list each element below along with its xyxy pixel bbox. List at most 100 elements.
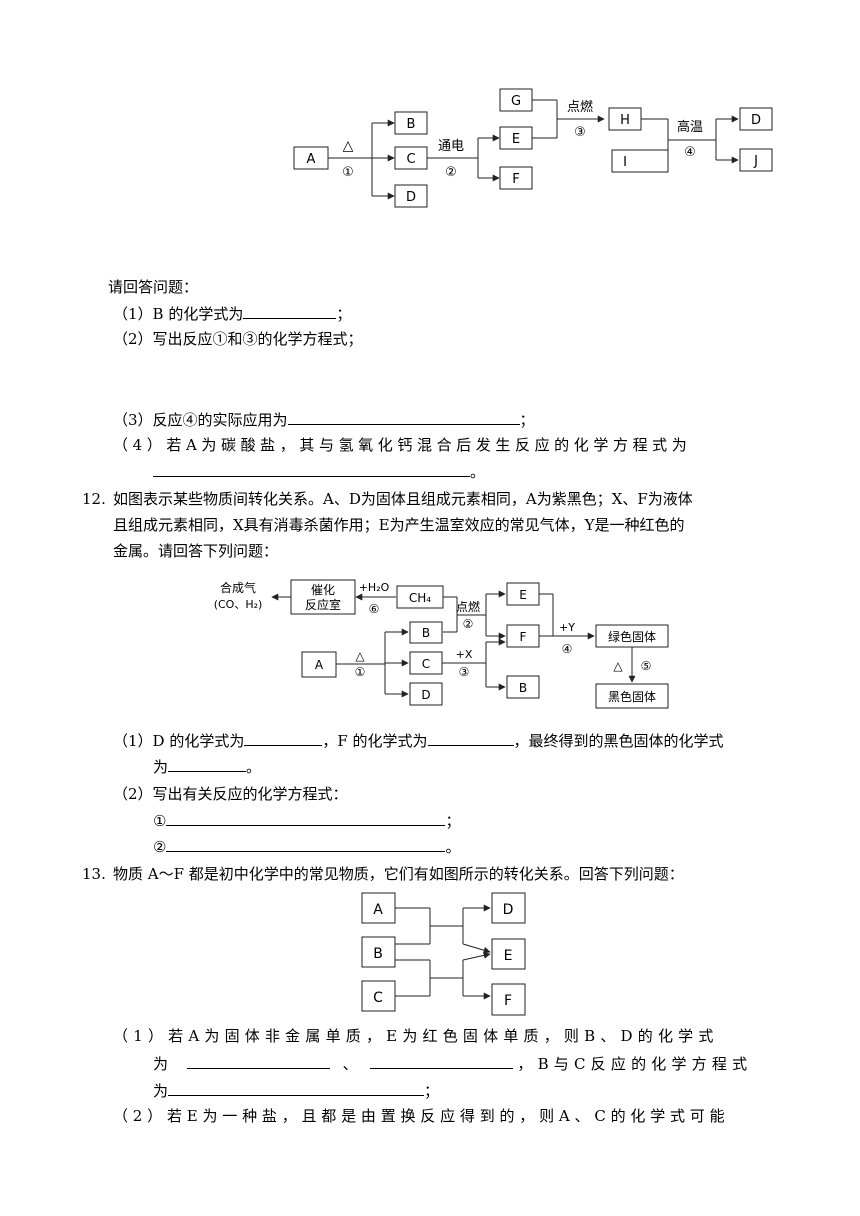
node-ch4-label: CH₄ <box>409 591 431 605</box>
node-j <box>739 148 773 172</box>
node-b-3-label: B <box>519 681 527 695</box>
q12-blank-d[interactable] <box>244 730 323 746</box>
reaction-1-label: ① <box>342 165 354 180</box>
node-a-label: A <box>307 152 316 167</box>
q12-stem-line3: 金属。请回答下列问题： <box>113 542 279 560</box>
heat-symbol: △ <box>343 138 354 154</box>
node-d-2 <box>739 107 773 131</box>
node-c-label: C <box>406 152 415 167</box>
q13-part1-line2: 为 、 ，B与C反应的化学方程式 <box>153 1053 753 1073</box>
node-d <box>394 184 428 208</box>
node-b-4 <box>361 936 396 968</box>
node-f-3-label: F <box>504 993 512 1009</box>
node-a-2-label: A <box>315 658 324 672</box>
node-j-label: J <box>753 154 758 169</box>
green-solid-label: 绿色固体 <box>608 629 656 644</box>
reaction-3-label: ③ <box>574 125 586 140</box>
q11-intro: 请回答问题： <box>108 278 199 296</box>
reaction-5-label: ⑤ <box>641 659 652 673</box>
heat-symbol-3: △ <box>613 659 623 673</box>
node-d-label: D <box>406 190 416 205</box>
q11-blank-application[interactable] <box>287 409 520 425</box>
q12-blank-eq1[interactable] <box>166 810 446 826</box>
node-b-2 <box>409 621 443 644</box>
q12-stem-line1: 如图表示某些物质间转化关系。A、D为固体且组成元素相同，A为紫黑色；X、F为液体 <box>113 490 693 508</box>
ignite-label-2: 点燃 <box>456 599 480 614</box>
node-a-2 <box>301 651 337 678</box>
electrolysis-label: 通电 <box>438 139 464 154</box>
reaction-4-label-2: ④ <box>562 642 573 656</box>
q13-blank-d[interactable] <box>370 1053 514 1069</box>
q11-part2: （2）写出反应①和③的化学方程式； <box>113 330 363 348</box>
reaction-2-label: ② <box>445 165 457 180</box>
q13-number: 13. <box>82 865 106 883</box>
q11-part1: （1）B 的化学式为； <box>113 303 352 323</box>
reaction-3-label-2: ③ <box>459 665 470 679</box>
node-h-label: H <box>620 113 630 128</box>
node-b-2-label: B <box>422 626 430 640</box>
q13-part1-line1: （1）若A为固体非金属单质，E为红色固体单质，则B、D的化学式 <box>113 1027 719 1045</box>
q12-blank-eq2[interactable] <box>166 836 446 852</box>
q11-part4-answer: 。 <box>153 461 485 482</box>
q13-part1-line3: 为； <box>153 1080 440 1100</box>
node-f-label: F <box>512 172 519 187</box>
node-b <box>394 111 428 135</box>
q12-blank-black-solid[interactable] <box>168 756 247 772</box>
reactor-label-2: 反应室 <box>305 597 341 612</box>
q12-blank-f[interactable] <box>427 730 514 746</box>
node-e-3 <box>491 938 526 970</box>
ignite-label: 点燃 <box>567 99 593 115</box>
plus-water-label: +H₂O <box>359 581 390 594</box>
node-b-3 <box>506 675 540 699</box>
node-a-3-label: A <box>373 902 383 918</box>
reaction-6-label: ⑥ <box>369 602 380 616</box>
syngas-composition: (CO、H₂) <box>214 598 263 611</box>
q11-part3: （3）反应④的实际应用为； <box>113 409 535 429</box>
reaction-1-label-2: ① <box>355 665 366 679</box>
diagram-1: A △ ① B C D 通电 ② E F G 点燃 ③ H I 高温 ④ D J <box>293 88 773 208</box>
node-f-3 <box>491 983 526 1016</box>
q13-blank-b[interactable] <box>186 1053 330 1069</box>
syngas-label: 合成气 <box>220 580 256 595</box>
node-d-3 <box>409 682 443 706</box>
q12-part2: （2）写出有关反应的化学方程式： <box>113 785 348 803</box>
high-temp-label: 高温 <box>677 119 703 135</box>
q13-part2-line1: （2）若E为一种盐，且都是由置换反应得到的，则A、C的化学式可能 <box>113 1107 730 1125</box>
q13-blank-equation[interactable] <box>168 1080 425 1096</box>
plus-x-label: +X <box>456 648 473 661</box>
q12-equation-1: ①； <box>153 810 461 830</box>
node-d-2-label: D <box>751 113 761 128</box>
node-e-2-label: E <box>519 588 527 602</box>
black-solid-label: 黑色固体 <box>608 690 656 704</box>
node-g-label: G <box>511 94 521 109</box>
q11-blank-equation[interactable] <box>153 461 470 477</box>
node-i-label: I <box>623 155 627 170</box>
q13-stem: 物质 A～F 都是初中化学中的常见物质，它们有如图所示的转化关系。回答下列问题： <box>113 865 684 883</box>
node-e-label: E <box>512 132 520 147</box>
node-a-3 <box>361 892 396 924</box>
node-d-4-label: D <box>503 902 514 918</box>
node-b-label: B <box>407 117 416 132</box>
reaction-4-label: ④ <box>684 145 696 160</box>
node-d-4 <box>491 892 526 924</box>
q12-stem-line2: 且组成元素相同，X具有消毒杀菌作用；E为产生温室效应的常见气体，Y是一种红色的 <box>113 516 685 534</box>
node-b-4-label: B <box>373 946 383 962</box>
black-solid-box <box>595 683 669 709</box>
diagram-3: A B C D E F <box>361 892 526 1016</box>
diagram-2: 合成气 (CO、H₂) 催化 反应室 +H₂O ⑥ CH₄ 点燃 ② E F +… <box>214 579 669 709</box>
node-f-2-label: F <box>520 630 527 644</box>
node-c-2-label: C <box>422 657 430 671</box>
q12-number: 12. <box>82 490 106 508</box>
node-d-3-label: D <box>421 688 430 702</box>
node-c-3-label: C <box>373 990 383 1006</box>
reaction-2-label-2: ② <box>463 617 474 631</box>
node-f <box>499 166 533 190</box>
node-e-3-label: E <box>504 948 513 964</box>
q12-part1: （1）D 的化学式为，F 的化学式为，最终得到的黑色固体的化学式 <box>113 730 724 750</box>
q12-part1-cont: 为。 <box>153 756 262 776</box>
plus-y-label: +Y <box>559 621 575 634</box>
q11-part4: （4）若A为碳酸盐，其与氢氧化钙混合后发生反应的化学方程式为 <box>113 436 692 454</box>
q12-equation-2: ②。 <box>153 836 461 856</box>
q11-blank-b[interactable] <box>243 303 337 319</box>
reactor-label-1: 催化 <box>311 583 335 597</box>
